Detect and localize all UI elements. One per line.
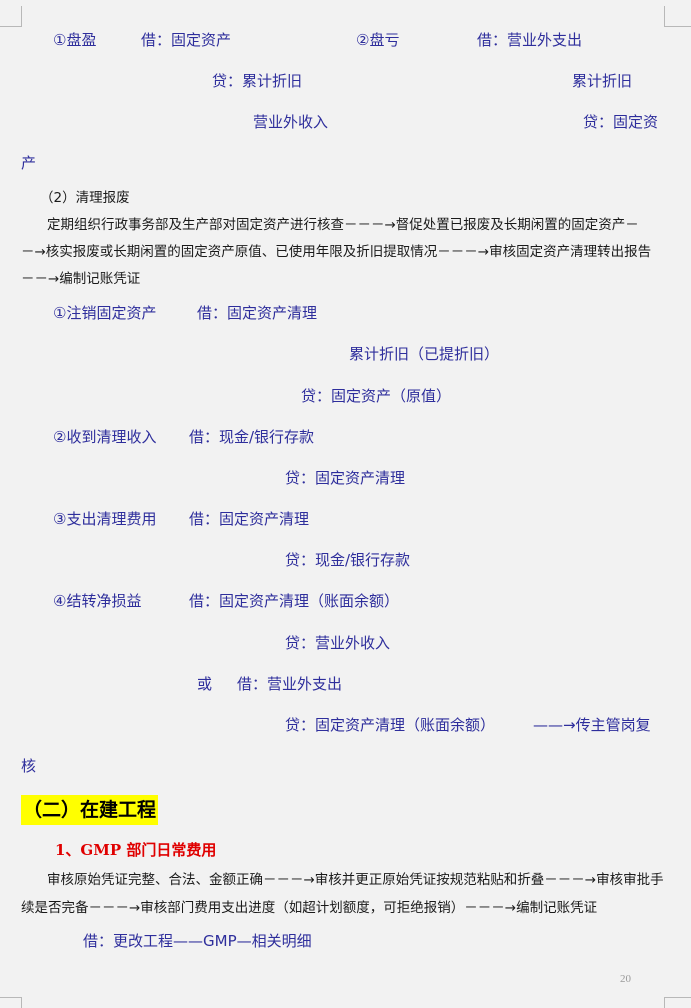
entry-1-debit-2: 累计折旧（已提折旧） bbox=[349, 345, 500, 363]
gmp-entry-debit: 借：更改工程——GMP—相关明细 bbox=[83, 932, 312, 950]
entry-1-credit: 贷：固定资产（原值） bbox=[301, 387, 452, 405]
page-corner-mark-bottom-left bbox=[0, 997, 22, 1008]
loss-credit-wrap: 产 bbox=[21, 154, 37, 172]
entry-4-alt-credit: 贷：固定资产清理（账面余额） bbox=[285, 716, 496, 734]
surplus-credit: 贷：累计折旧 bbox=[212, 72, 303, 90]
entry-4-followup-wrap: 核 bbox=[21, 757, 37, 775]
loss-label: ②盘亏 bbox=[356, 31, 400, 49]
entry-4-or-label: 或 bbox=[197, 675, 213, 693]
page-number: 20 bbox=[620, 973, 631, 985]
scrap-section-title: （2）清理报废 bbox=[40, 190, 130, 206]
entry-4-alt-debit: 借：营业外支出 bbox=[237, 675, 343, 693]
scrap-paragraph-line-2: －→核实报废或长期闲置的固定资产原值、已使用年限及折旧提取情况－－－→审核固定资… bbox=[21, 244, 652, 260]
surplus-label: ①盘盈 bbox=[53, 31, 97, 49]
entry-4-followup: ——→传主管岗复 bbox=[533, 716, 651, 734]
entry-2-credit: 贷：固定资产清理 bbox=[285, 469, 406, 487]
scrap-paragraph-line-1: 定期组织行政事务部及生产部对固定资产进行核查－－－→督促处置已报废及长期闲置的固… bbox=[47, 217, 639, 233]
surplus-credit-2: 营业外收入 bbox=[253, 113, 329, 131]
loss-debit-2: 累计折旧 bbox=[572, 72, 633, 90]
page-corner-mark-bottom-right bbox=[664, 997, 691, 1008]
entry-1-debit: 借：固定资产清理 bbox=[197, 304, 318, 322]
subsection-heading-gmp: 1、GMP 部门日常费用 bbox=[55, 841, 217, 859]
page-corner-mark-top-right bbox=[664, 6, 691, 27]
gmp-paragraph-line-2: 续是否完备－－－→审核部门费用支出进度（如超计划额度，可拒绝报销）－－－→编制记… bbox=[21, 900, 598, 916]
loss-debit: 借：营业外支出 bbox=[477, 31, 583, 49]
entry-3-debit: 借：固定资产清理 bbox=[189, 510, 310, 528]
entry-4-credit: 贷：营业外收入 bbox=[285, 634, 391, 652]
scrap-paragraph-line-3: －－→编制记账凭证 bbox=[21, 271, 141, 287]
entry-3-credit: 贷：现金/银行存款 bbox=[285, 551, 411, 569]
entry-4-debit: 借：固定资产清理（账面余额） bbox=[189, 592, 400, 610]
page-corner-mark-top-left bbox=[0, 6, 22, 27]
surplus-debit: 借：固定资产 bbox=[141, 31, 232, 49]
entry-1-label: ①注销固定资产 bbox=[53, 304, 157, 322]
section-heading-construction: （二）在建工程 bbox=[21, 795, 159, 825]
entry-4-label: ④结转净损益 bbox=[53, 592, 142, 610]
entry-2-label: ②收到清理收入 bbox=[53, 428, 157, 446]
entry-3-label: ③支出清理费用 bbox=[53, 510, 157, 528]
entry-2-debit: 借：现金/银行存款 bbox=[189, 428, 315, 446]
loss-credit: 贷：固定资 bbox=[583, 113, 659, 131]
gmp-paragraph-line-1: 审核原始凭证完整、合法、金额正确－－－→审核并更正原始凭证按规范粘贴和折叠－－－… bbox=[47, 872, 664, 888]
